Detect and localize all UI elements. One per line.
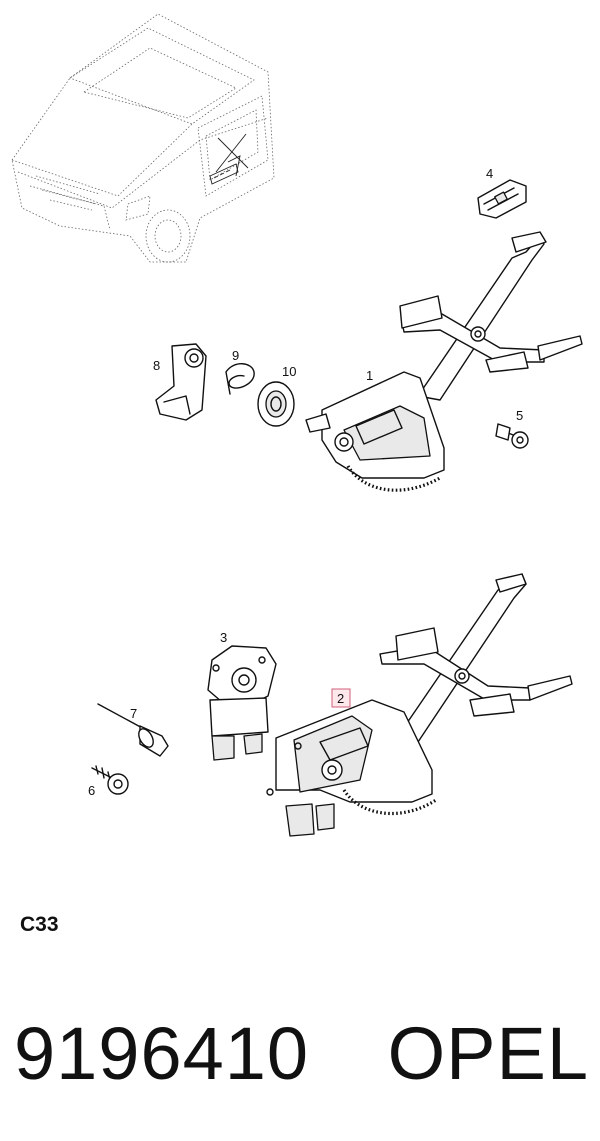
brand-name: OPEL <box>387 1011 589 1095</box>
callout-7: 7 <box>130 706 137 721</box>
section-code: C33 <box>20 913 59 936</box>
callout-6: 6 <box>88 783 95 798</box>
callout-4: 4 <box>486 166 493 181</box>
exploded-parts-diagram: 1 2 3 4 5 6 7 8 9 10 <box>11 13 583 837</box>
lever-part-8 <box>155 343 207 421</box>
screw-part-5 <box>495 423 529 449</box>
part-number: 9196410 <box>14 1011 310 1095</box>
callout-2-highlight <box>331 688 351 708</box>
callout-5: 5 <box>516 408 523 423</box>
screw-part-6 <box>91 765 129 795</box>
motor-part-3 <box>207 645 277 761</box>
callout-8: 8 <box>153 358 160 373</box>
window-regulator-part-1 <box>305 231 583 492</box>
window-regulator-part-2 <box>266 573 573 837</box>
spring-clip-part-9 <box>225 363 255 395</box>
callout-2: 2 <box>337 691 344 706</box>
washer-part-10 <box>257 381 295 427</box>
callout-3: 3 <box>220 630 227 645</box>
clip-part-4 <box>477 179 527 219</box>
rivet-part-7 <box>97 703 169 757</box>
callout-1: 1 <box>366 368 373 383</box>
callout-9: 9 <box>232 348 239 363</box>
callout-10: 10 <box>282 364 296 379</box>
vehicle-overview-illustration <box>11 13 275 263</box>
part-info-line: 9196410 OPEL <box>14 1003 589 1103</box>
